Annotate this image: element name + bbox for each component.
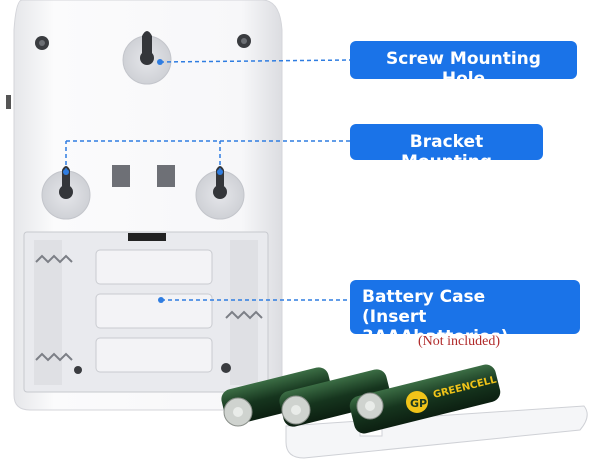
vent-slot — [112, 165, 130, 187]
battery-case-label-line1: Battery Case — [362, 287, 486, 307]
battery-case-label-line2: (Insert 3AAAbatteries) — [362, 307, 509, 347]
screw-icon — [35, 36, 49, 50]
vent-slot — [157, 165, 175, 187]
screw-mounting-hole-callout: Screw Mounting Hole — [350, 41, 577, 89]
bracket-mounting-label: Bracket Mounting — [400, 132, 493, 172]
aaa-battery — [279, 369, 391, 427]
leader-lines — [63, 59, 351, 303]
aaa-battery: GP GREENCELL — [349, 364, 501, 434]
battery-case-callout: Battery Case (Insert 3AAAbatteries) — [350, 280, 580, 347]
gp-logo-icon — [406, 391, 428, 413]
bracket-mounting-hole-left — [41, 166, 91, 220]
bracket-mounting-callout: Bracket Mounting — [350, 124, 543, 172]
side-switch — [6, 95, 11, 109]
battery-brand: GP — [410, 397, 427, 410]
screw-mounting-hole — [122, 31, 172, 85]
screw-mounting-hole-label: Screw Mounting Hole — [386, 49, 541, 89]
not-included-note: (Not included) — [418, 334, 501, 349]
aaa-battery — [221, 367, 333, 427]
screw-icon — [237, 34, 251, 48]
battery-cover — [285, 405, 588, 459]
battery-compartment — [23, 231, 269, 393]
